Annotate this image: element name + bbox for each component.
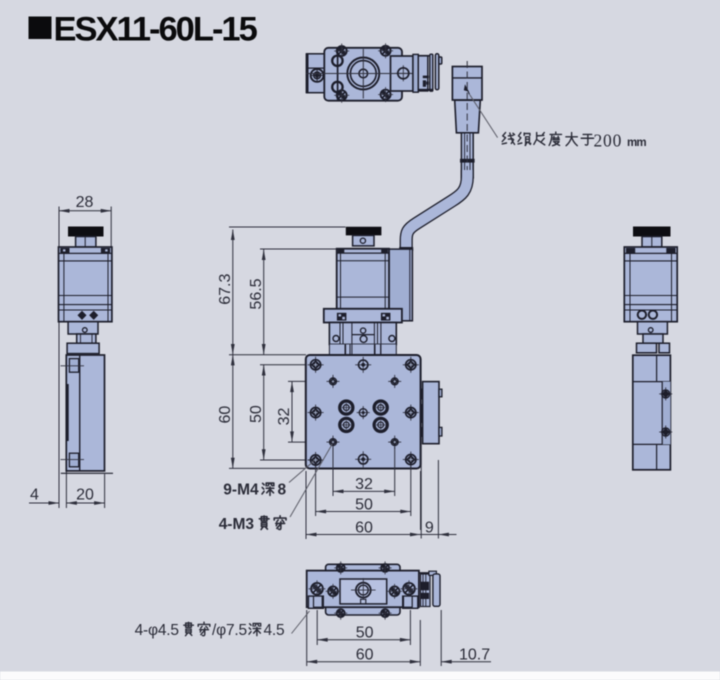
svg-text:9-M4: 9-M4 (223, 482, 259, 499)
svg-text:200: 200 (594, 131, 623, 151)
svg-text:50: 50 (355, 496, 373, 513)
svg-text:4-M3: 4-M3 (219, 516, 255, 533)
svg-text:4-φ4.5: 4-φ4.5 (135, 622, 179, 639)
svg-text:32: 32 (355, 476, 373, 493)
svg-text:32: 32 (276, 408, 293, 426)
svg-text:56.5: 56.5 (248, 278, 265, 309)
svg-text:ESX11-60L-15: ESX11-60L-15 (54, 11, 258, 49)
svg-text:mm: mm (627, 137, 646, 149)
svg-text:4.5: 4.5 (264, 622, 285, 639)
svg-text:60: 60 (355, 519, 373, 536)
svg-text:4: 4 (30, 487, 39, 504)
svg-text:28: 28 (76, 194, 94, 211)
svg-text:10.7: 10.7 (459, 647, 490, 664)
svg-text:50: 50 (356, 625, 374, 642)
svg-text:9: 9 (425, 519, 434, 536)
svg-text:50: 50 (248, 405, 265, 423)
svg-text:20: 20 (76, 487, 94, 504)
svg-text:/φ7.5: /φ7.5 (212, 622, 247, 639)
svg-text:60: 60 (356, 647, 374, 664)
svg-text:60: 60 (217, 406, 234, 424)
svg-text:8: 8 (278, 482, 287, 499)
svg-text:67.3: 67.3 (217, 274, 234, 305)
